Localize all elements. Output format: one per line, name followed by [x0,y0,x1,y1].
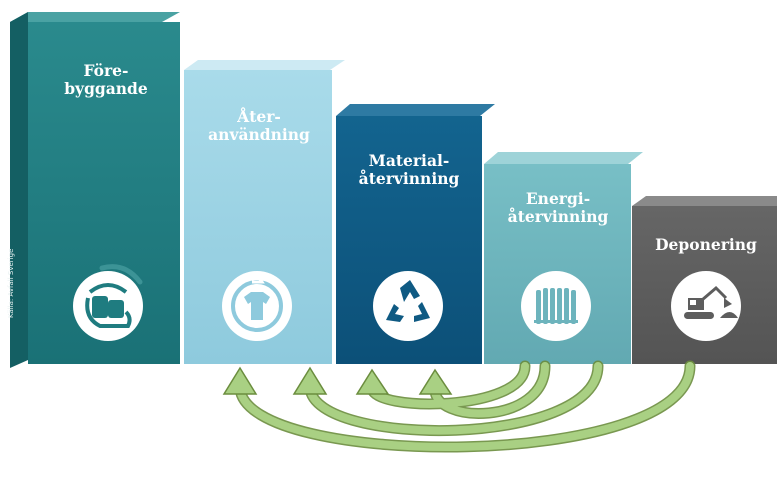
feedback-arrows [234,360,696,453]
shirt-reuse-icon [222,271,292,341]
label-reuse: Åter-användning [208,107,310,144]
label-prevention: Före-byggande [64,61,148,98]
excavator-icon [671,271,741,341]
hand-holding-jar-icon [73,264,143,341]
arrow-heads [222,366,453,395]
label-energy-recovery: Energi-återvinning [507,189,609,226]
source-credit: Källa: Avfall Sverige [7,248,15,318]
recycle-icon [373,271,443,341]
label-landfill: Deponering [655,235,757,254]
label-material-recycling: Material-återvinning [358,151,460,188]
radiator-icon [521,271,591,341]
